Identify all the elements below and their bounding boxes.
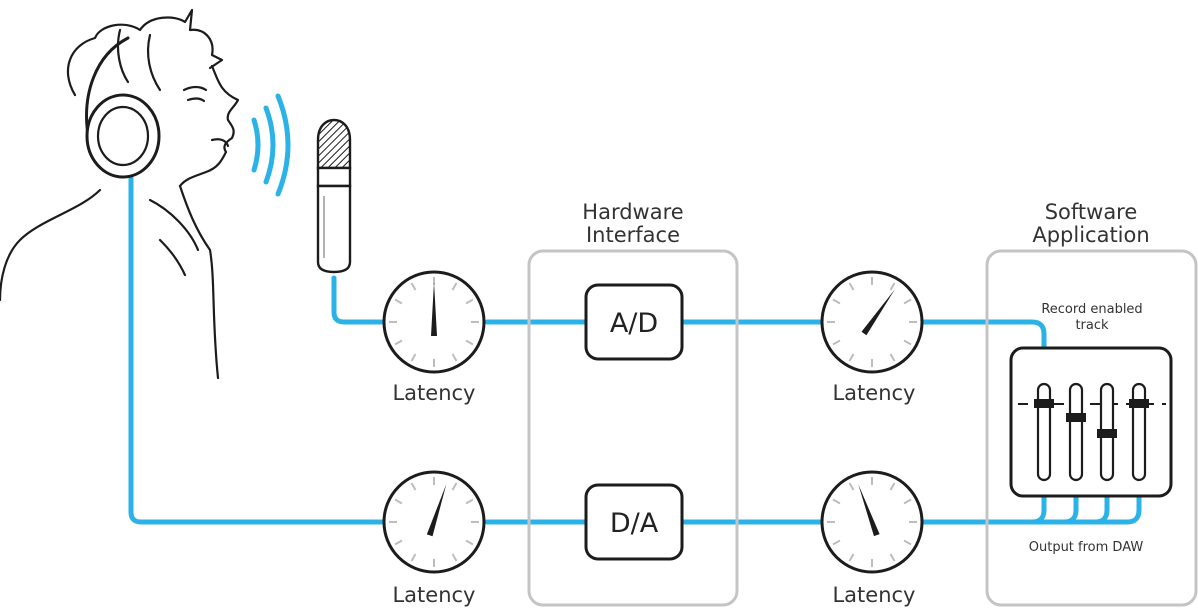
- mic-cable: [331, 275, 386, 325]
- latency-clock-icon: [382, 470, 486, 574]
- da-converter-box: [584, 483, 684, 561]
- latency-clock-icon: [820, 470, 924, 574]
- mixer-box: [1009, 346, 1173, 498]
- hardware-interface-title-line2: Interface: [586, 223, 680, 247]
- hardware-interface-title-line1: Hardware: [582, 200, 683, 224]
- latency-label-bottom-left: Latency: [392, 583, 475, 607]
- output-from-daw-label: Output from DAW: [1029, 540, 1144, 555]
- fader-icon: [1129, 382, 1149, 482]
- latency-label-top-left: Latency: [392, 381, 475, 405]
- fader-icon: [1034, 382, 1054, 482]
- path-latency2-to-track: [921, 319, 1047, 391]
- sound-waves-icon: [251, 93, 291, 197]
- record-enabled-track-label-line1: Record enabled: [1041, 302, 1142, 317]
- record-enabled-track-label-line2: track: [1075, 318, 1109, 333]
- fader-icon: [1066, 382, 1086, 482]
- da-converter-label: D/A: [610, 508, 659, 539]
- signal-paths: [128, 167, 1142, 525]
- hardware-interface-panel: Hardware Interface A/D D/A: [527, 200, 739, 607]
- latency-label-top-right: Latency: [832, 381, 915, 405]
- latency-label-bottom-right: Latency: [832, 583, 915, 607]
- latency-clock-icon: [382, 270, 486, 374]
- ad-converter-box: [584, 283, 684, 361]
- software-application-title-line1: Software: [1045, 200, 1138, 224]
- software-application-title-line2: Application: [1032, 223, 1149, 247]
- ad-converter-label: A/D: [610, 308, 658, 339]
- singer-with-headphones-icon: [0, 8, 240, 380]
- latency-clock-icon: [820, 270, 924, 374]
- microphone-icon: [316, 118, 352, 274]
- fader-icon: [1097, 382, 1117, 482]
- headphone-cable: [128, 167, 386, 525]
- software-application-panel: Software Application Record enabled trac…: [985, 200, 1198, 607]
- mixbus-fader4: [1092, 475, 1142, 525]
